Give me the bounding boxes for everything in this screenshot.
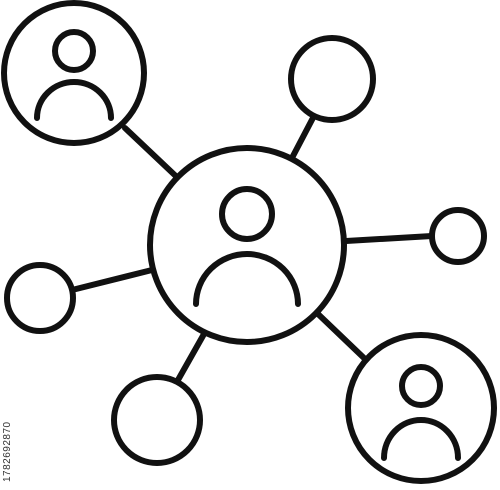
user-node-bottom-right <box>345 332 497 484</box>
empty-node-bottom-left <box>111 374 203 466</box>
user-node-top-left <box>1 0 147 146</box>
person-shoulders <box>193 251 301 307</box>
hub-circle <box>147 145 347 345</box>
person-icon <box>193 186 301 307</box>
stock-id-watermark: 1782692870 <box>2 421 13 482</box>
person-head <box>52 29 96 73</box>
connector-right <box>343 233 435 244</box>
person-shoulders <box>34 79 114 121</box>
person-shoulders <box>381 417 461 461</box>
empty-node-left <box>4 262 76 334</box>
connector-top-right <box>290 111 318 159</box>
person-head <box>219 186 275 242</box>
connector-lines <box>69 111 435 383</box>
connector-left <box>69 267 155 293</box>
person-head <box>399 364 443 408</box>
empty-node-right <box>429 207 487 265</box>
person-icon <box>34 29 114 121</box>
empty-node-top-right <box>288 35 376 123</box>
hub-node <box>147 145 347 345</box>
person-icon <box>381 364 461 461</box>
connector-top-left <box>122 125 183 183</box>
connector-bottom-left <box>175 331 207 383</box>
connector-bottom-right <box>315 311 367 361</box>
